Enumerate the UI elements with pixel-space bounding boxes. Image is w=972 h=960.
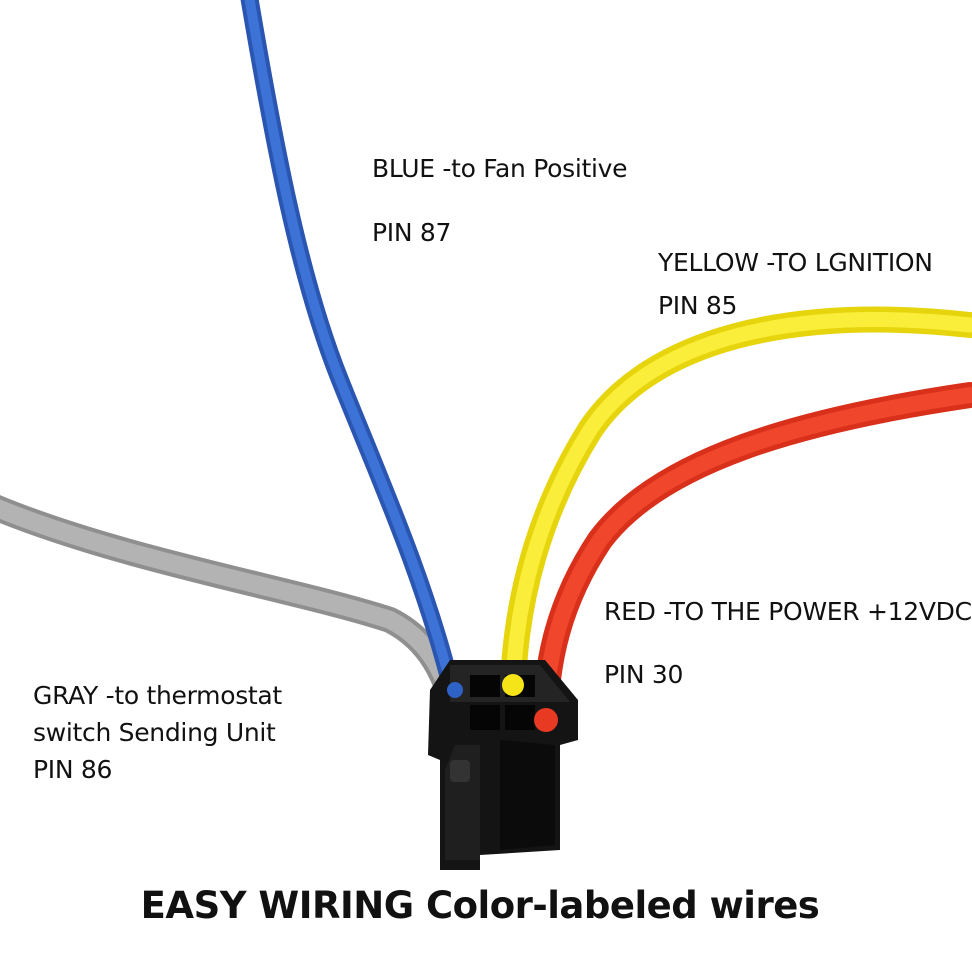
blue-wire-end xyxy=(447,682,463,698)
gray-wire-label-line2: switch Sending Unit xyxy=(33,718,276,747)
red-wire-highlight xyxy=(537,387,972,738)
red-wire-label: RED -TO THE POWER +12VDC xyxy=(604,597,972,626)
gray-wire-label-line1: GRAY -to thermostat xyxy=(33,681,282,710)
blue-pin-label: PIN 87 xyxy=(372,218,452,247)
yellow-wire-label: YELLOW -TO LGNITION xyxy=(658,248,933,277)
blue-wire-label: BLUE -to Fan Positive xyxy=(372,154,628,183)
yellow-wire xyxy=(500,306,972,703)
red-wire-end xyxy=(534,708,558,732)
red-pin-label: PIN 30 xyxy=(604,660,684,689)
blue-wire-highlight xyxy=(244,0,457,695)
yellow-pin-label: PIN 85 xyxy=(658,291,738,320)
gray-pin-label: PIN 86 xyxy=(33,755,113,784)
yellow-wire-highlight xyxy=(505,312,972,698)
caption-title: EASY WIRING Color-labeled wires xyxy=(140,884,820,927)
yellow-wire-end xyxy=(502,674,524,696)
